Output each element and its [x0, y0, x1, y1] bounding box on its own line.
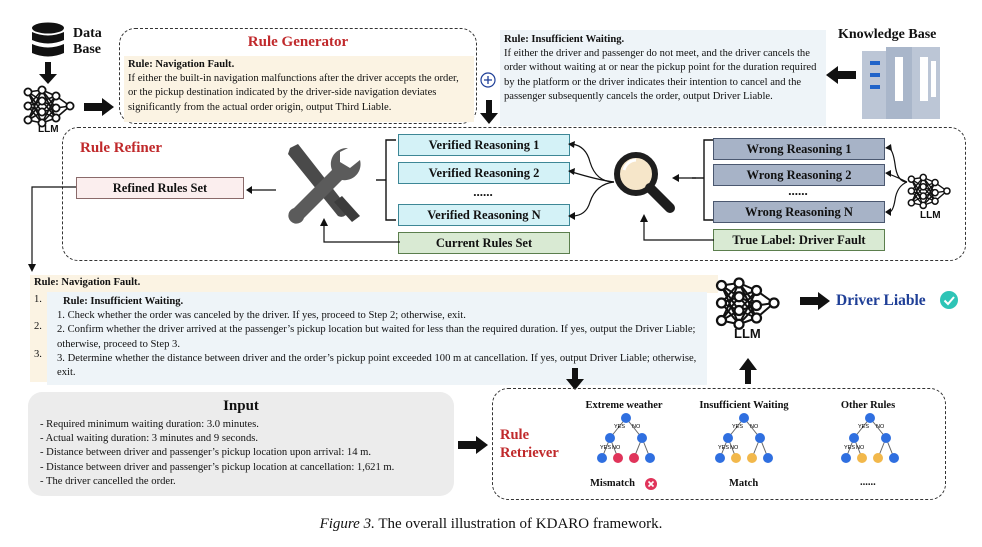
database-icon — [30, 22, 66, 60]
arrow-down-icon — [479, 100, 499, 129]
plus-circle-icon — [480, 72, 496, 93]
wrong-reasoning-box: Wrong Reasoning 1 — [713, 138, 885, 160]
current-rules-set-box: Current Rules Set — [398, 232, 570, 254]
svg-text:YES: YES — [858, 424, 869, 430]
llm-label: LLM — [734, 326, 761, 341]
arrow-right-icon — [458, 436, 488, 459]
connector-lines — [885, 144, 909, 221]
verified-reasoning-box: Verified Reasoning 1 — [398, 134, 570, 156]
rule-name: Rule: Insufficient Waiting. — [63, 296, 184, 307]
rule-name: Rule: Navigation Fault. — [128, 59, 235, 70]
svg-text:NO: NO — [632, 424, 641, 430]
refined-insufficient-waiting-rule: Rule: Insufficient Waiting. 1. Check whe… — [47, 292, 707, 385]
svg-text:NO: NO — [612, 445, 621, 451]
rule-generator-title: Rule Generator — [247, 34, 349, 50]
bracket-left — [376, 138, 398, 227]
step-number: 2. — [34, 321, 42, 332]
rule-step: 2. Confirm whether the driver arrived at… — [57, 324, 696, 350]
input-line: - The driver cancelled the order. — [40, 475, 176, 487]
rule-body: If either the built-in navigation malfun… — [128, 73, 459, 113]
refined-navigation-rule: Rule: Navigation Fault. — [30, 275, 718, 293]
arrow-left-icon — [246, 182, 276, 200]
rule-retriever-title: Rule Retriever — [500, 427, 559, 461]
rule-refiner-title: Rule Refiner — [80, 140, 163, 156]
insufficient-waiting-rule: Rule: Insufficient Waiting. If either th… — [500, 30, 826, 126]
llm-network-icon — [714, 277, 784, 330]
arrow-left-icon — [826, 66, 856, 89]
rule-step: 3. Determine whether the distance betwee… — [57, 352, 697, 379]
input-line: - Required minimum waiting duration: 3.0… — [40, 419, 259, 430]
input-line: - Distance between driver and passenger’… — [40, 461, 395, 473]
svg-text:YES: YES — [732, 424, 743, 430]
rule-retriever-panel — [492, 388, 946, 500]
magnifier-icon — [612, 150, 676, 219]
connector-lines — [568, 141, 618, 227]
check-circle-icon — [940, 291, 958, 314]
arrow-down-icon — [565, 368, 585, 395]
refined-navigation-rule-body — [30, 292, 50, 382]
caption-prefix: Figure 3. — [319, 516, 375, 532]
svg-text:YES: YES — [844, 445, 855, 451]
step-number: 1. — [34, 294, 42, 305]
arrow-up-icon — [738, 358, 758, 389]
figure-caption: Figure 3. The overall illustration of KD… — [0, 516, 982, 533]
data-base-label: Data Base — [73, 26, 102, 57]
cross-icon — [645, 477, 657, 495]
tools-icon — [282, 142, 361, 229]
svg-text:NO: NO — [750, 424, 759, 430]
verified-reasoning-box: Verified Reasoning N — [398, 204, 570, 226]
rule-generator-panel: Rule Generator Rule: Navigation Fault. I… — [119, 28, 477, 124]
wrong-reasoning-box: Wrong Reasoning N — [713, 201, 885, 223]
connector-line — [318, 218, 402, 251]
output-label: Driver Liable — [836, 292, 926, 309]
llm-label: LLM — [38, 124, 59, 135]
svg-text:YES: YES — [718, 445, 729, 451]
refined-rules-set-box: Refined Rules Set — [76, 177, 244, 199]
svg-text:NO: NO — [856, 445, 865, 451]
wrong-reasoning-box: Wrong Reasoning 2 — [713, 164, 885, 186]
arrow-right-icon — [84, 98, 114, 121]
input-lines: - Required minimum waiting duration: 3.0… — [40, 418, 450, 489]
tree-title: Insufficient Waiting — [699, 400, 789, 411]
navigation-fault-rule: Rule: Navigation Fault. If either the bu… — [124, 56, 474, 122]
knowledge-base-label: Knowledge Base — [838, 27, 937, 42]
svg-text:NO: NO — [876, 424, 885, 430]
rule-step: 1. Check whether the order was canceled … — [57, 310, 466, 322]
ellipsis: ...... — [788, 183, 808, 198]
verified-reasoning-box: Verified Reasoning 2 — [398, 162, 570, 184]
match-label: Match — [729, 478, 759, 489]
connector-line — [640, 214, 716, 249]
ellipsis: ...... — [473, 184, 493, 199]
input-panel: Input - Required minimum waiting duratio… — [28, 392, 454, 496]
input-line: - Actual waiting duration: 3 minutes and… — [40, 433, 259, 445]
ellipsis: ...... — [860, 477, 876, 488]
svg-text:YES: YES — [600, 445, 611, 451]
svg-text:NO: NO — [730, 445, 739, 451]
arrow-right-icon — [800, 292, 830, 315]
rule-body: If either the driver and passenger do no… — [504, 48, 817, 102]
llm-network-icon — [907, 173, 952, 210]
rule-name: Rule: Navigation Fault. — [34, 277, 141, 288]
caption-text: The overall illustration of KDARO framew… — [374, 516, 663, 532]
true-label-box: True Label: Driver Fault — [713, 229, 885, 251]
mismatch-label: Mismatch — [590, 478, 635, 489]
input-line: - Distance between driver and passenger’… — [40, 447, 372, 459]
svg-text:YES: YES — [614, 424, 625, 430]
connector-line — [28, 186, 78, 277]
llm-network-icon — [23, 85, 76, 128]
rule-name: Rule: Insufficient Waiting. — [504, 34, 625, 45]
arrow-down-icon — [38, 62, 58, 89]
bracket-right — [692, 138, 716, 227]
tree-title: Extreme weather — [585, 400, 663, 411]
knowledge-base-icon — [862, 47, 940, 124]
input-title: Input — [223, 398, 259, 414]
rule-refiner-panel — [62, 127, 966, 261]
llm-label: LLM — [920, 210, 941, 221]
step-number: 3. — [34, 349, 42, 360]
tree-title: Other Rules — [840, 400, 896, 411]
